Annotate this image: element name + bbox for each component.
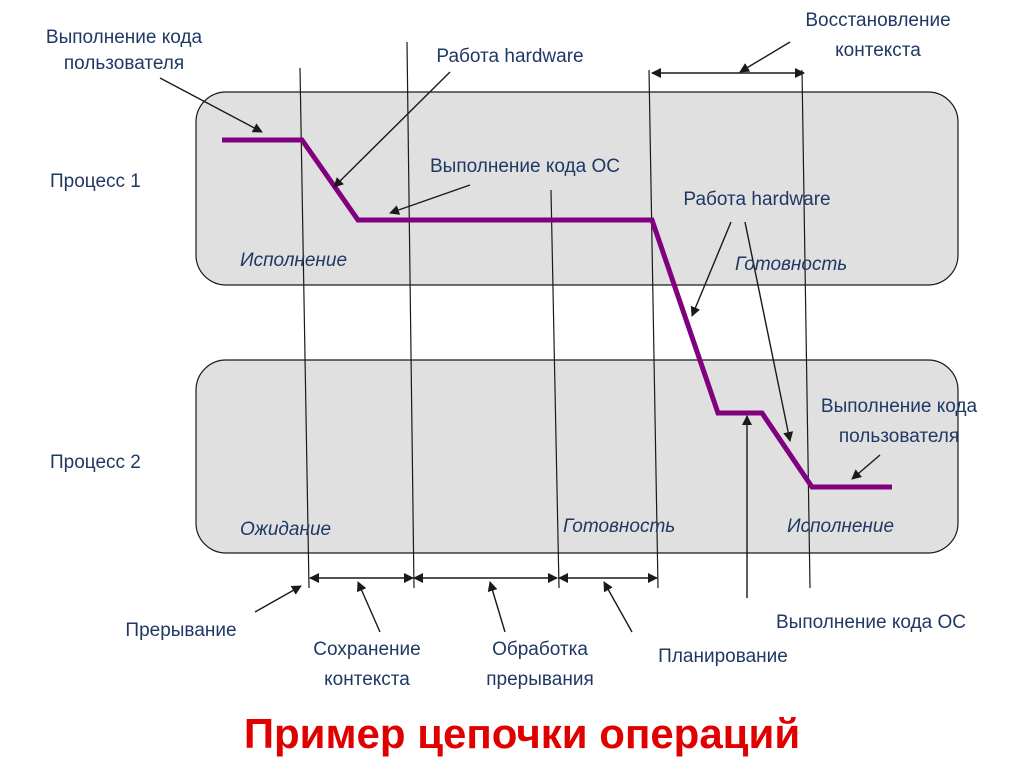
label-handling-line2: прерывания bbox=[486, 669, 594, 690]
time-marker-restore-end bbox=[801, 69, 811, 589]
time-marker-restore-start bbox=[648, 69, 659, 589]
state-p2-ready: Готовность bbox=[563, 516, 675, 537]
label-user-code-2-line2: пользователя bbox=[839, 426, 959, 447]
arrow-os-code-1 bbox=[389, 184, 471, 215]
arrow-handling bbox=[487, 581, 506, 633]
arrow-user-code-2 bbox=[851, 454, 881, 480]
time-marker-interrupt bbox=[299, 67, 310, 589]
state-p1-ready: Готовность bbox=[735, 254, 847, 275]
time-marker-handling-end bbox=[550, 189, 560, 589]
execution-path bbox=[222, 137, 892, 490]
label-save-line2: контекста bbox=[324, 669, 410, 690]
label-hardware-1: Работа hardware bbox=[436, 46, 583, 67]
arrow-hardware-2-b bbox=[744, 221, 794, 442]
label-scheduling: Планирование bbox=[658, 646, 788, 667]
arrow-hardware-1 bbox=[333, 71, 451, 188]
arrow-user-code-1 bbox=[159, 77, 263, 133]
time-marker-save-end bbox=[406, 41, 415, 589]
label-handling-line1: Обработка bbox=[492, 639, 588, 660]
label-restore-line1: Восстановление bbox=[805, 10, 950, 31]
process-1-band bbox=[195, 91, 959, 286]
arrow-restore bbox=[739, 41, 791, 73]
arrow-interrupt bbox=[254, 585, 302, 613]
label-user-code-2-line1: Выполнение кода bbox=[821, 396, 978, 417]
state-p2-exec: Исполнение bbox=[787, 516, 894, 537]
arrow-save bbox=[357, 581, 381, 633]
arrow-hardware-2-a bbox=[690, 221, 732, 317]
label-interrupt: Прерывание bbox=[125, 620, 236, 641]
slide-title: Пример цепочки операций bbox=[244, 710, 800, 757]
process-1-label: Процесс 1 bbox=[50, 171, 141, 192]
time-markers bbox=[299, 41, 811, 589]
label-save-line1: Сохранение bbox=[313, 639, 420, 660]
arrow-scheduling bbox=[603, 581, 633, 633]
label-os-code-1: Выполнение кода ОС bbox=[430, 156, 620, 177]
label-hardware-2: Работа hardware bbox=[683, 189, 830, 210]
label-user-code-1-line2: пользователя bbox=[64, 53, 184, 74]
process-2-band bbox=[195, 359, 959, 554]
label-user-code-1-line1: Выполнение кода bbox=[46, 27, 203, 48]
state-p1-exec: Исполнение bbox=[240, 250, 347, 271]
label-os-code-2: Выполнение кода ОС bbox=[776, 612, 966, 633]
label-restore-line2: контекста bbox=[835, 40, 921, 61]
process-2-label: Процесс 2 bbox=[50, 452, 141, 473]
state-p2-wait: Ожидание bbox=[240, 519, 331, 540]
